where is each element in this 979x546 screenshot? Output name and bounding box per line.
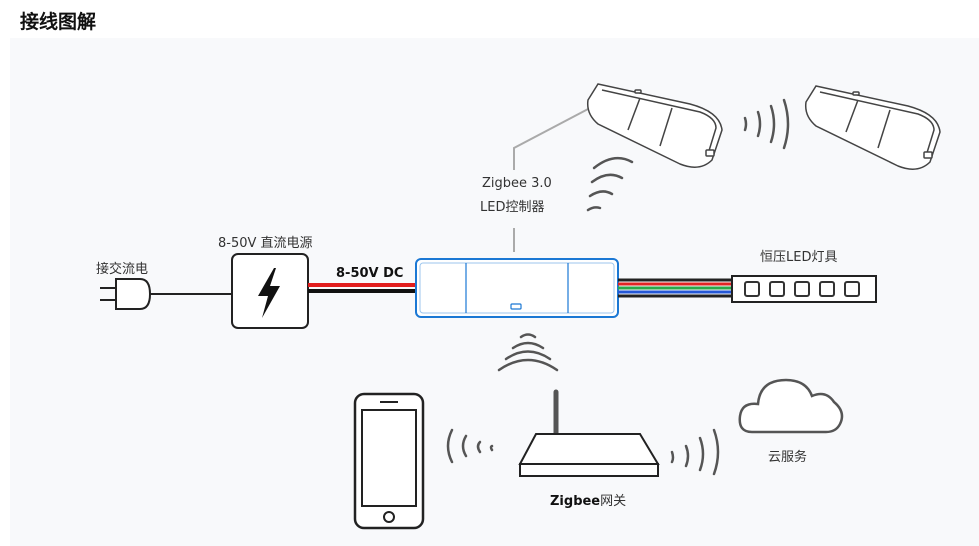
controller-label-line1: Zigbee 3.0 bbox=[482, 176, 552, 191]
remote-control-icon-1 bbox=[586, 83, 723, 168]
signal-waves-cloud bbox=[670, 428, 720, 476]
ac-plug-icon bbox=[100, 278, 232, 310]
dc-cable bbox=[308, 283, 418, 293]
signal-waves-phone bbox=[446, 428, 494, 464]
remote-control-icon-2 bbox=[804, 85, 941, 170]
signal-waves-controller-up bbox=[586, 156, 634, 212]
gateway-label: Zigbee网关 bbox=[550, 490, 626, 509]
power-supply-icon bbox=[231, 253, 309, 329]
power-supply-label: 8-50V 直流电源 bbox=[218, 236, 313, 251]
rgb-output-wires bbox=[618, 278, 732, 298]
ac-input-label: 接交流电 bbox=[96, 262, 149, 277]
cloud-icon bbox=[738, 378, 844, 434]
dc-cable-label: 8-50V DC bbox=[336, 266, 404, 281]
gateway-label-brand: Zigbee bbox=[550, 494, 601, 509]
controller-label-line2: LED控制器 bbox=[480, 200, 545, 215]
led-strip-icon bbox=[731, 275, 877, 303]
signal-waves-controller-down bbox=[497, 333, 559, 372]
cloud-label: 云服务 bbox=[768, 450, 808, 465]
page-title: 接线图解 bbox=[20, 11, 97, 33]
led-strip-label: 恒压LED灯具 bbox=[760, 250, 838, 265]
remote-connector-line bbox=[513, 107, 591, 252]
signal-waves-remotes bbox=[743, 98, 790, 150]
gateway-label-suffix: 网关 bbox=[600, 494, 627, 509]
led-controller-icon bbox=[415, 258, 619, 318]
zigbee-gateway-icon bbox=[518, 389, 660, 477]
smartphone-icon bbox=[353, 392, 425, 530]
